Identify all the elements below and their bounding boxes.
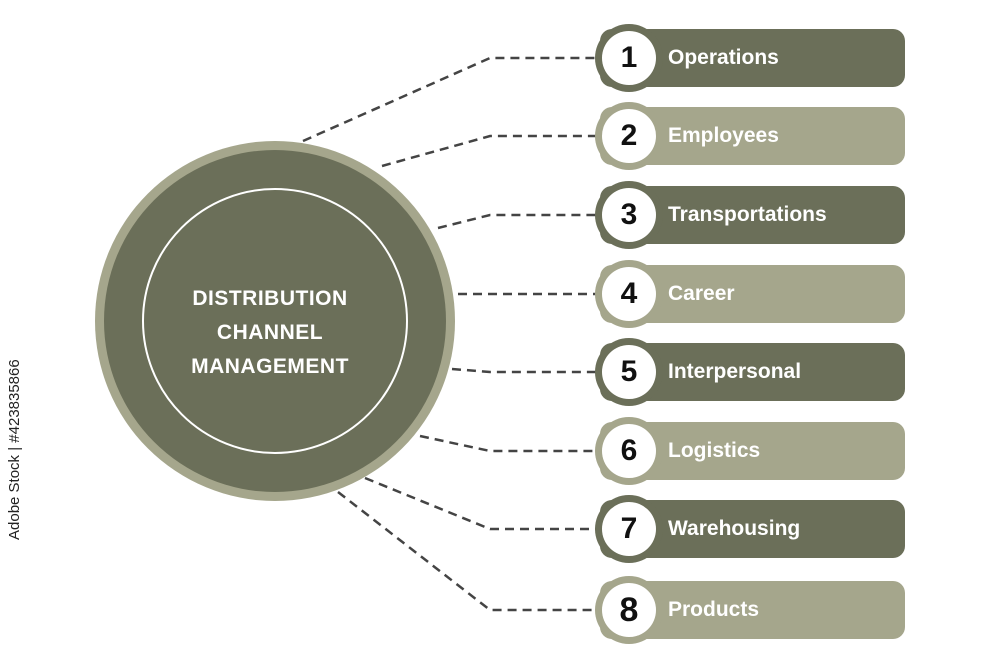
item-label-2: Employees — [668, 124, 779, 147]
item-number-1: 1 — [620, 41, 638, 74]
item-bar-6 — [600, 422, 905, 480]
central-circle — [95, 141, 455, 501]
item-number-8: 8 — [619, 591, 639, 629]
item-bar-5 — [600, 343, 905, 401]
center-title-line-1: DISTRIBUTION — [192, 287, 348, 310]
item-number-4: 4 — [620, 277, 638, 310]
item-label-1: Operations — [668, 46, 779, 69]
item-number-6: 6 — [620, 434, 638, 467]
item-badge-8 — [602, 583, 656, 637]
item-label-6: Logistics — [668, 439, 761, 462]
item-bars — [595, 24, 905, 644]
item-label-8: Products — [668, 598, 760, 621]
connector-line-2 — [381, 134, 600, 168]
connector-line-6 — [419, 434, 600, 453]
central-circle-fill — [104, 150, 446, 492]
item-bar-4 — [600, 265, 905, 323]
connector-line-8 — [337, 491, 600, 612]
item-badge-3 — [602, 188, 656, 242]
item-number-3: 3 — [620, 198, 638, 231]
item-label-4: Career — [668, 282, 735, 305]
item-number-2: 2 — [620, 119, 638, 152]
item-badge-2 — [602, 109, 656, 163]
item-badge-6 — [602, 424, 656, 478]
item-bar-7 — [600, 500, 905, 558]
item-bar-3 — [600, 186, 905, 244]
connector-line-7 — [364, 476, 600, 531]
connector-line-3 — [437, 213, 600, 230]
item-bar-2 — [600, 107, 905, 165]
item-number-5: 5 — [620, 355, 638, 388]
connector-line-5 — [451, 367, 600, 374]
center-title-line-3: MANAGEMENT — [191, 355, 349, 378]
item-bar-8 — [600, 581, 905, 639]
connector-lines — [302, 56, 600, 612]
item-badge-1 — [602, 31, 656, 85]
item-badge-5 — [602, 345, 656, 399]
item-number-7: 7 — [620, 512, 638, 545]
item-bar-1 — [600, 29, 905, 87]
item-label-5: Interpersonal — [668, 360, 802, 383]
stock-watermark: Adobe Stock | #423835866 — [6, 359, 23, 540]
item-label-3: Transportations — [668, 203, 827, 226]
central-circle-inner-ring — [142, 188, 408, 454]
center-title: DISTRIBUTION CHANNEL MANAGEMENT — [140, 282, 400, 384]
item-badge-4 — [602, 267, 656, 321]
connector-line-1 — [302, 56, 600, 143]
item-label-7: Warehousing — [668, 517, 801, 540]
center-title-line-2: CHANNEL — [216, 321, 324, 344]
item-badge-7 — [602, 502, 656, 556]
